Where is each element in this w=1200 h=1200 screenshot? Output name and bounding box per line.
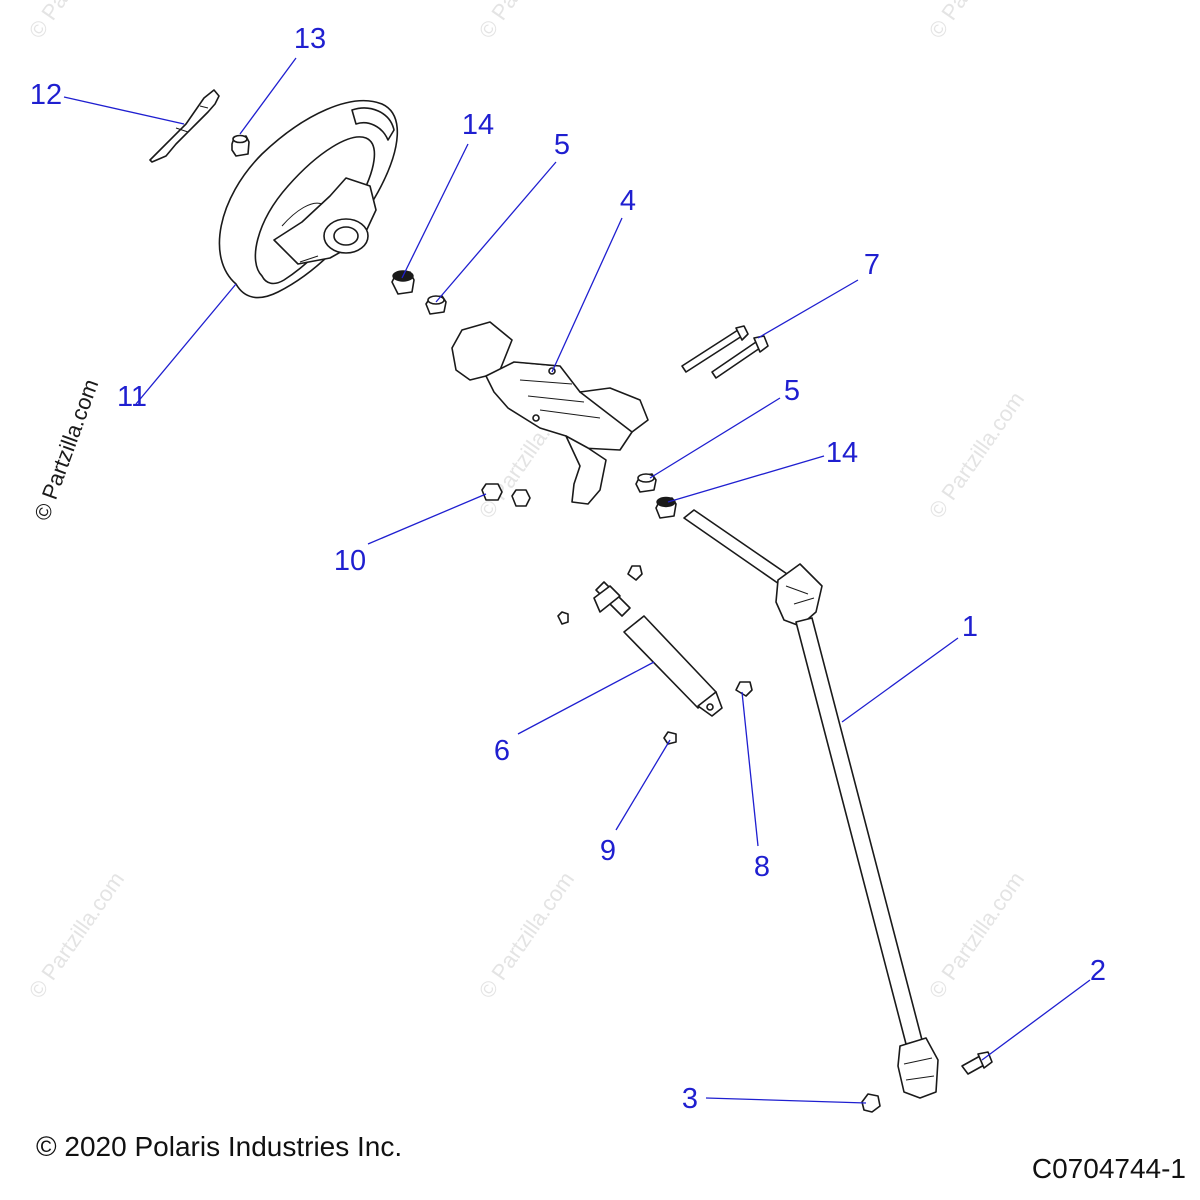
part-5-bushing-upper bbox=[425, 295, 447, 315]
leader-line bbox=[517, 661, 655, 735]
callout-1: 1 bbox=[962, 611, 978, 643]
leader-line bbox=[615, 739, 671, 831]
watermark-text: © Partzilla.com bbox=[474, 867, 580, 1003]
callout-3: 3 bbox=[682, 1083, 698, 1115]
callout-5-upper: 5 bbox=[554, 129, 570, 161]
leader-line bbox=[135, 283, 237, 405]
watermark-text: © Partzilla.com bbox=[24, 867, 130, 1003]
part-14-bushing-lower bbox=[655, 496, 677, 519]
leader-line bbox=[649, 397, 781, 479]
callout-13: 13 bbox=[294, 23, 326, 55]
callout-7: 7 bbox=[864, 249, 880, 281]
leader-line bbox=[435, 161, 557, 303]
part-4-steering-bracket bbox=[451, 321, 649, 505]
callout-8: 8 bbox=[754, 851, 770, 883]
part-13-bushing bbox=[231, 134, 250, 157]
watermark-text: © Partzilla.com bbox=[924, 0, 1030, 43]
leader-line bbox=[367, 493, 487, 545]
leader-line bbox=[741, 691, 759, 847]
leader-line bbox=[667, 455, 825, 503]
part-14-bushing-upper bbox=[391, 270, 415, 295]
callout-4: 4 bbox=[620, 185, 636, 217]
leader-line bbox=[841, 637, 959, 723]
callout-labels: 13 12 14 5 4 7 11 5 14 10 1 6 9 8 2 3 bbox=[30, 23, 1106, 1115]
leader-line bbox=[239, 57, 297, 135]
callout-14-lower: 14 bbox=[826, 437, 858, 469]
part-1-steering-shaft bbox=[683, 509, 939, 1099]
diagram-code: C0704744-1 bbox=[1032, 1153, 1186, 1184]
part-2-bolt bbox=[961, 1051, 993, 1075]
leader-line bbox=[705, 1097, 867, 1104]
callout-6: 6 bbox=[494, 735, 510, 767]
copyright-text: © 2020 Polaris Industries Inc. bbox=[36, 1131, 402, 1162]
callout-10: 10 bbox=[334, 545, 366, 577]
callout-5-lower: 5 bbox=[784, 375, 800, 407]
leader-line bbox=[757, 279, 859, 339]
leader-line bbox=[551, 217, 623, 373]
part-6-gas-strut bbox=[593, 581, 723, 717]
callout-12: 12 bbox=[30, 79, 62, 111]
part-3-nut bbox=[861, 1093, 881, 1113]
part-5-bushing-lower bbox=[635, 473, 657, 493]
watermark-text: © Partzilla.com bbox=[474, 0, 580, 43]
leader-line bbox=[981, 979, 1091, 1061]
watermark-text: © Partzilla.com bbox=[924, 867, 1030, 1003]
callout-9: 9 bbox=[600, 835, 616, 867]
leader-line bbox=[401, 143, 469, 279]
part-11-steering-wheel bbox=[218, 99, 399, 299]
part-7-bolts bbox=[681, 325, 769, 379]
part-10-nuts bbox=[481, 483, 531, 507]
callout-14-upper: 14 bbox=[462, 109, 494, 141]
leader-line bbox=[63, 96, 185, 125]
callout-2: 2 bbox=[1090, 955, 1106, 987]
part-12-clip bbox=[149, 89, 220, 163]
watermark-text: © Partzilla.com bbox=[24, 0, 130, 43]
leader-lines bbox=[63, 57, 1091, 1104]
side-watermark-text: © Partzilla.com bbox=[29, 376, 103, 524]
watermark-text: © Partzilla.com bbox=[924, 387, 1030, 523]
part-hardware-screws bbox=[557, 565, 753, 745]
callout-11: 11 bbox=[117, 381, 147, 413]
